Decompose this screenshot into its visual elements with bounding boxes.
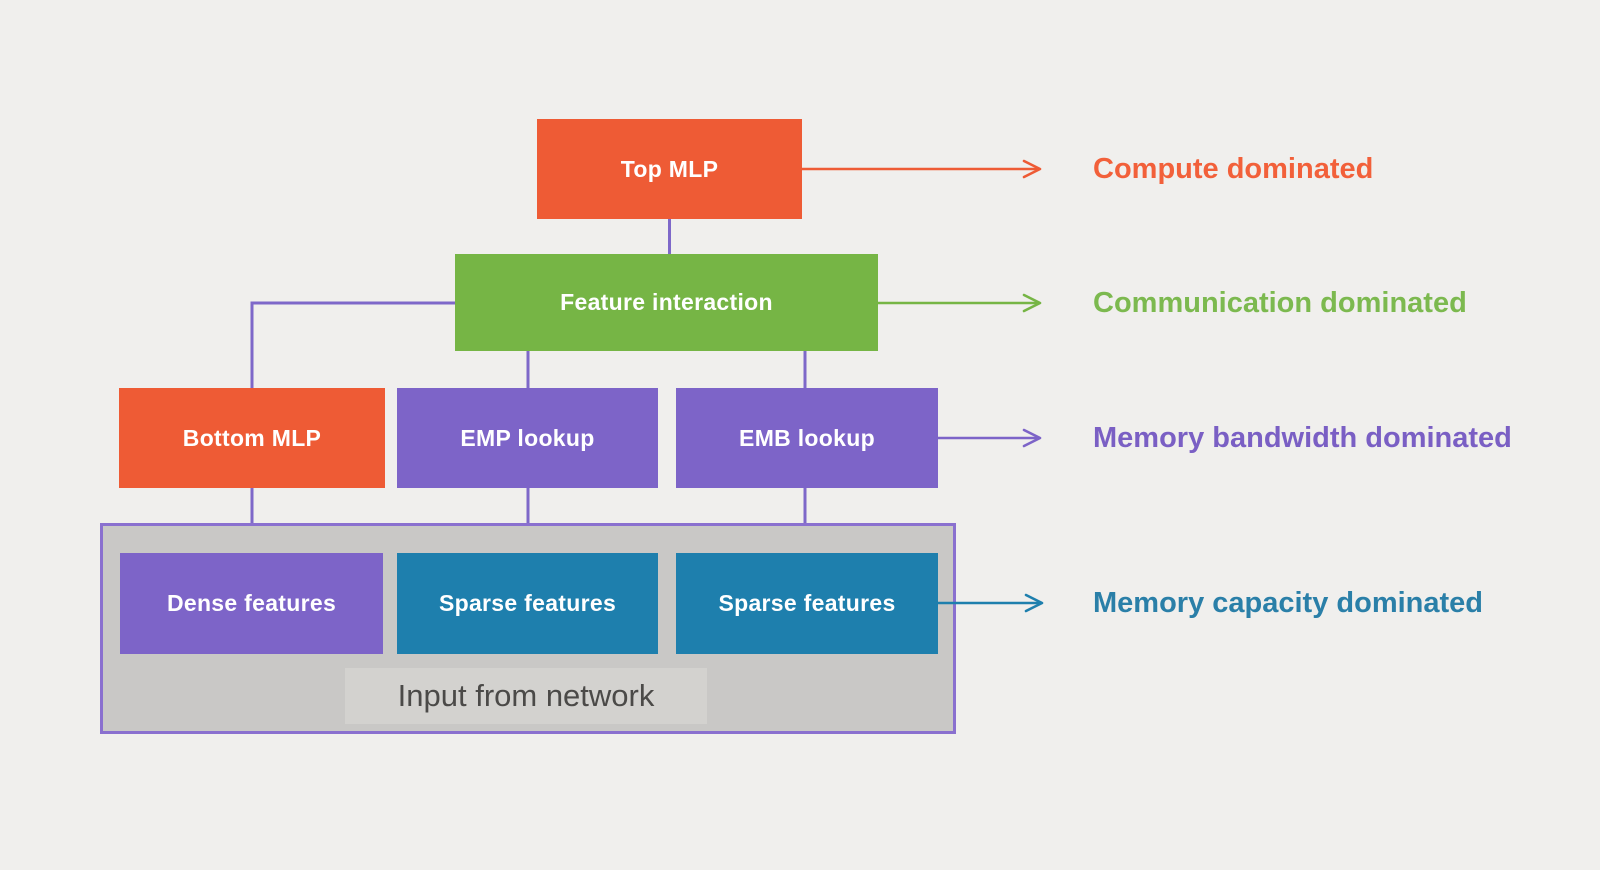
input-from-network-text: Input from network xyxy=(397,678,655,713)
label-communication-dominated: Communication dominated xyxy=(1093,287,1467,319)
node-top-mlp-label: Top MLP xyxy=(620,155,719,182)
input-from-network-label: Input from network xyxy=(345,668,707,724)
arrow-memory-capacity-dominated xyxy=(936,593,1044,613)
node-bottom-mlp-label: Bottom MLP xyxy=(182,424,322,451)
node-feature-interaction-label: Feature interaction xyxy=(560,289,773,315)
node-emp-lookup: EMP lookup xyxy=(397,388,658,488)
node-emp-lookup-label: EMP lookup xyxy=(460,424,595,451)
node-emb-lookup-label: EMB lookup xyxy=(739,424,875,451)
node-dense-features-label: Dense features xyxy=(166,590,337,616)
label-compute-dominated: Compute dominated xyxy=(1093,153,1374,185)
arrow-memory-bandwidth-dominated xyxy=(936,428,1042,448)
node-emb-lookup: EMB lookup xyxy=(676,388,938,488)
node-dense-features: Dense features xyxy=(120,553,383,654)
label-memory-bandwidth-dominated: Memory bandwidth dominated xyxy=(1093,422,1512,454)
node-sparse-features-2-label: Sparse features xyxy=(718,590,896,616)
label-memory-capacity-dominated: Memory capacity dominated xyxy=(1093,587,1483,619)
node-bottom-mlp: Bottom MLP xyxy=(119,388,385,488)
arrow-communication-dominated xyxy=(876,293,1042,313)
node-sparse-features-2: Sparse features xyxy=(676,553,938,654)
node-sparse-features-1-label: Sparse features xyxy=(438,590,617,616)
node-top-mlp: Top MLP xyxy=(537,119,802,219)
node-feature-interaction: Feature interaction xyxy=(455,254,878,351)
arrow-compute-dominated xyxy=(800,159,1042,179)
node-sparse-features-1: Sparse features xyxy=(397,553,658,654)
